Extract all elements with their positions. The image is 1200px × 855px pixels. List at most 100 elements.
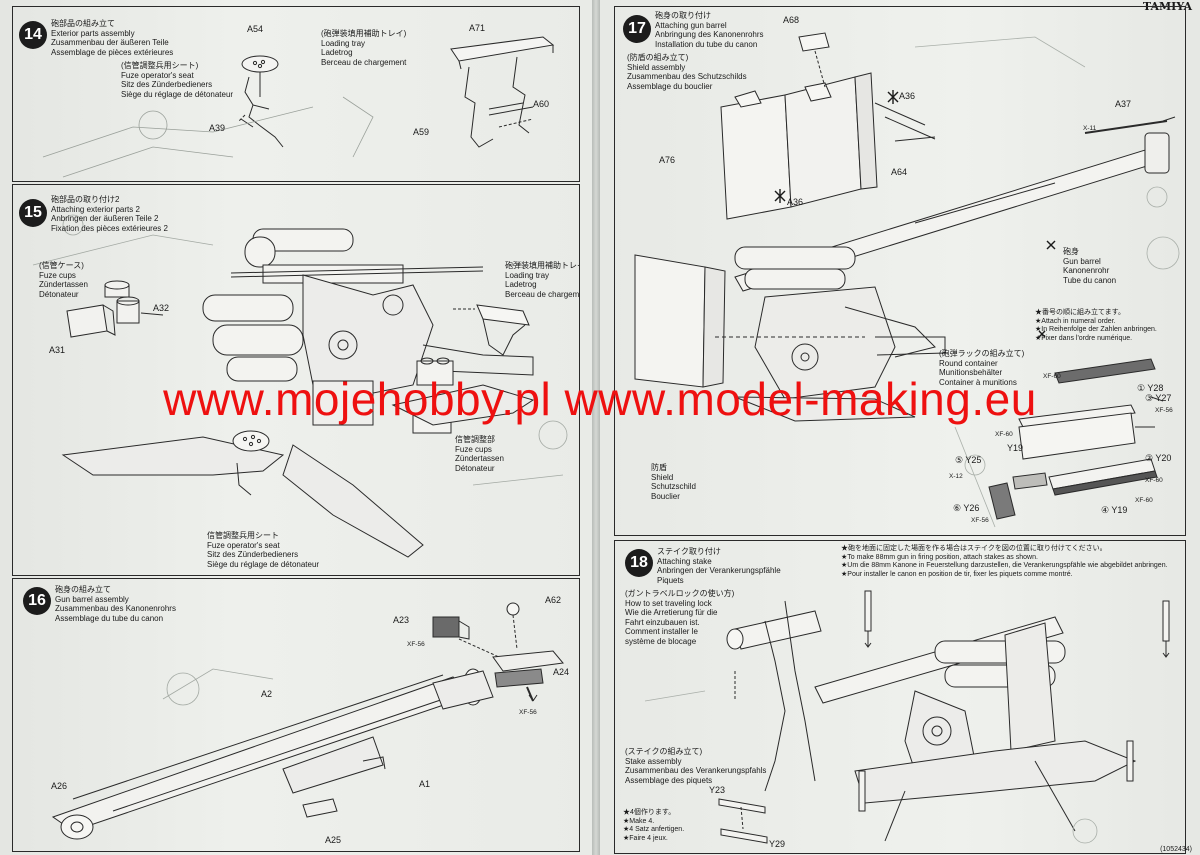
sub-shield-en: Shield assembly bbox=[627, 62, 686, 72]
travel-lock-fr2: système de blocage bbox=[625, 636, 697, 646]
rack-label-y27: ③ Y27 bbox=[1145, 393, 1172, 403]
sub-seat2-de: Sitz des Zünderbedieners bbox=[207, 550, 299, 559]
travel-lock-en: How to set traveling lock bbox=[625, 598, 712, 608]
step-17-title-fr: Installation du tube du canon bbox=[655, 39, 758, 49]
travel-lock-fr1: Comment installer le bbox=[625, 627, 698, 636]
sub-barrel-ja: 砲身 bbox=[1063, 247, 1079, 256]
step-15-title-de: Anbringen der äußeren Teile 2 bbox=[51, 214, 159, 223]
sub-tray2-de: Ladetrog bbox=[505, 280, 537, 289]
sub-barrel-en: Gun barrel bbox=[1063, 256, 1101, 266]
step-17-title: 砲身の取り付け Attaching gun barrel Anbringung … bbox=[655, 11, 764, 49]
part-label-a68: A68 bbox=[783, 15, 800, 25]
paint-x12: X-12 bbox=[949, 473, 963, 480]
step-14-panel: 14 砲部品の組み立て Exterior parts assembly Zusa… bbox=[12, 6, 580, 182]
sub-tray-de: Ladetrog bbox=[321, 48, 353, 57]
sub-fuze-en: Fuze cups bbox=[39, 270, 76, 280]
sub-fuze-ja: (信管ケース) bbox=[39, 261, 84, 270]
step-18-title-de: Anbringen der Verankerungspfähle bbox=[657, 566, 781, 575]
paint-xf60-rack-right: XF-60 bbox=[1145, 477, 1163, 484]
step-16-title: 砲身の組み立て Gun barrel assembly Zusammenbau … bbox=[55, 585, 176, 623]
sub-seat-de: Sitz des Zünderbedieners bbox=[121, 80, 213, 89]
part-label-a25: A25 bbox=[325, 835, 342, 845]
step-17-order-note: ★番号の順に組み立てます。 ★Attach in numeral order. … bbox=[1035, 309, 1157, 343]
sub-tray-fr: Berceau de chargement bbox=[321, 57, 407, 67]
paint-xf60-rack-bottom: XF-60 bbox=[1135, 497, 1153, 504]
travel-lock-de2: Fahrt einzubauen ist. bbox=[625, 617, 700, 627]
step-17-sub-barrel: 砲身 Gun barrel Kanonenrohr Tube du canon bbox=[1063, 247, 1116, 285]
step-15-title-en: Attaching exterior parts 2 bbox=[51, 204, 140, 214]
part-label-a36-bottom: A36 bbox=[787, 197, 804, 207]
step-17-title-de: Anbringung des Kanonenrohrs bbox=[655, 30, 764, 39]
step-17-sub-container: (砲弾ラックの組み立て) Round container Munitionsbe… bbox=[939, 349, 1024, 387]
step-18-make-four: ★4個作ります。 ★Make 4. ★4 Satz anfertigen. ★F… bbox=[623, 809, 684, 843]
part-label-a32: A32 bbox=[153, 303, 170, 313]
sub-tray-en: Loading tray bbox=[321, 38, 366, 48]
step-17-sub-shield-label: 防盾 Shield Schutzschild Bouclier bbox=[651, 463, 696, 501]
paint-xf56-a24: XF-56 bbox=[519, 709, 537, 716]
sub-shield2-en: Shield bbox=[651, 472, 674, 482]
travel-lock-ja: (ガントラベルロックの使い方) bbox=[625, 589, 735, 598]
step-14-sub-tray: (砲弾装填用補助トレイ) Loading tray Ladetrog Berce… bbox=[321, 29, 406, 67]
sub-shield2-fr: Bouclier bbox=[651, 491, 680, 501]
sub-container-de: Munitionsbehälter bbox=[939, 368, 1003, 377]
step-15-sub-seat: 信管調整兵用シート Fuze operator's seat Sitz des … bbox=[207, 531, 319, 569]
step-15-title-ja: 砲部品の取り付け2 bbox=[51, 195, 120, 204]
step-18-title-ja: ステイク取り付け bbox=[657, 547, 721, 556]
order-note-de: ★In Reihenfolge der Zahlen anbringen. bbox=[1035, 326, 1157, 333]
part-label-a2: A2 bbox=[261, 689, 273, 699]
left-page: 14 砲部品の組み立て Exterior parts assembly Zusa… bbox=[0, 0, 592, 855]
sub-tray-ja: (砲弾装填用補助トレイ) bbox=[321, 29, 407, 38]
sub-shield2-de: Schutzschild bbox=[651, 482, 696, 491]
paint-xf56-rack: XF-56 bbox=[1155, 407, 1173, 414]
part-label-a62: A62 bbox=[545, 595, 562, 605]
step-17-illustration bbox=[634, 32, 1180, 528]
step-17-number: 17 bbox=[623, 15, 651, 43]
step-16-panel: 16 砲身の組み立て Gun barrel assembly Zusammenb… bbox=[12, 578, 580, 852]
step-14-title-ja: 砲部品の組み立て bbox=[51, 19, 115, 28]
rack-label-y26: ⑥ Y26 bbox=[953, 503, 980, 513]
make-four-de: ★4 Satz anfertigen. bbox=[623, 826, 685, 833]
sub-shield-ja: (防盾の組み立て) bbox=[627, 53, 689, 62]
sub-fuze-fr: Détonateur bbox=[39, 289, 79, 299]
part-label-a59: A59 bbox=[413, 127, 430, 137]
make-four-en: ★Make 4. bbox=[623, 817, 655, 825]
order-note-en: ★Attach in numeral order. bbox=[1035, 317, 1116, 325]
step-16-title-fr: Assemblage du tube du canon bbox=[55, 613, 164, 623]
step-14-title-en: Exterior parts assembly bbox=[51, 28, 135, 38]
step-16-title-ja: 砲身の組み立て bbox=[55, 585, 111, 594]
step-15-sub-fuze-cups: (信管ケース) Fuze cups Zündertassen Détonateu… bbox=[39, 261, 88, 299]
step-16-title-en: Gun barrel assembly bbox=[55, 594, 129, 604]
step-16-number: 16 bbox=[23, 587, 51, 615]
stake-assembly-ja: (ステイクの組み立て) bbox=[625, 747, 703, 756]
sub-barrel-de: Kanonenrohr bbox=[1063, 266, 1110, 275]
step-17-panel: 17 砲身の取り付け Attaching gun barrel Anbringu… bbox=[614, 6, 1186, 536]
part-label-a1: A1 bbox=[419, 779, 431, 789]
part-label-a64: A64 bbox=[891, 167, 908, 177]
step-18-title-fr: Piquets bbox=[657, 575, 684, 585]
step-18-title: ステイク取り付け Attaching stake Anbringen der V… bbox=[657, 547, 781, 585]
sub-fuze2-en: Fuze cups bbox=[455, 444, 492, 454]
rack-label-y20: ② Y20 bbox=[1145, 453, 1172, 463]
part-label-a36-top: A36 bbox=[899, 91, 916, 101]
sub-shield-de: Zusammenbau des Schutzschilds bbox=[627, 72, 747, 81]
step-18-sub-stake-assembly: (ステイクの組み立て) Stake assembly Zusammenbau d… bbox=[625, 747, 766, 785]
paint-xf56-a23: XF-56 bbox=[407, 641, 425, 648]
sub-seat-ja: (信管調整兵用シート) bbox=[121, 61, 199, 70]
make-four-ja: ★4個作ります。 bbox=[623, 809, 676, 816]
step-14-title-fr: Assemblage de pièces extérieures bbox=[51, 47, 174, 57]
step-15-title-fr: Fixation des pièces extérieures 2 bbox=[51, 223, 168, 233]
step-15-title: 砲部品の取り付け2 Attaching exterior parts 2 Anb… bbox=[51, 195, 168, 233]
watermark-text: www.mojehobby.pl www.model-making.eu bbox=[163, 373, 1037, 425]
sub-seat2-en: Fuze operator's seat bbox=[207, 540, 280, 550]
step-17-title-en: Attaching gun barrel bbox=[655, 20, 727, 30]
order-note-ja: ★番号の順に組み立てます。 bbox=[1035, 309, 1125, 316]
sub-tray2-ja: 砲弾装填用補助トレイ bbox=[505, 261, 580, 270]
step-18-number: 18 bbox=[625, 549, 653, 577]
part-label-a60: A60 bbox=[533, 99, 550, 109]
step-15-panel: 15 砲部品の取り付け2 Attaching exterior parts 2 … bbox=[12, 184, 580, 576]
sub-container-fr: Container à munitions bbox=[939, 377, 1017, 387]
rack-label-y25: ⑤ Y25 bbox=[955, 455, 982, 465]
order-note-fr: ★Fixer dans l'ordre numérique. bbox=[1035, 334, 1133, 342]
step-15-sub-fuze-cups-2: 信管調整部 Fuze cups Zündertassen Détonateur bbox=[455, 435, 504, 473]
sub-tray2-fr: Berceau de chargement bbox=[505, 289, 580, 299]
